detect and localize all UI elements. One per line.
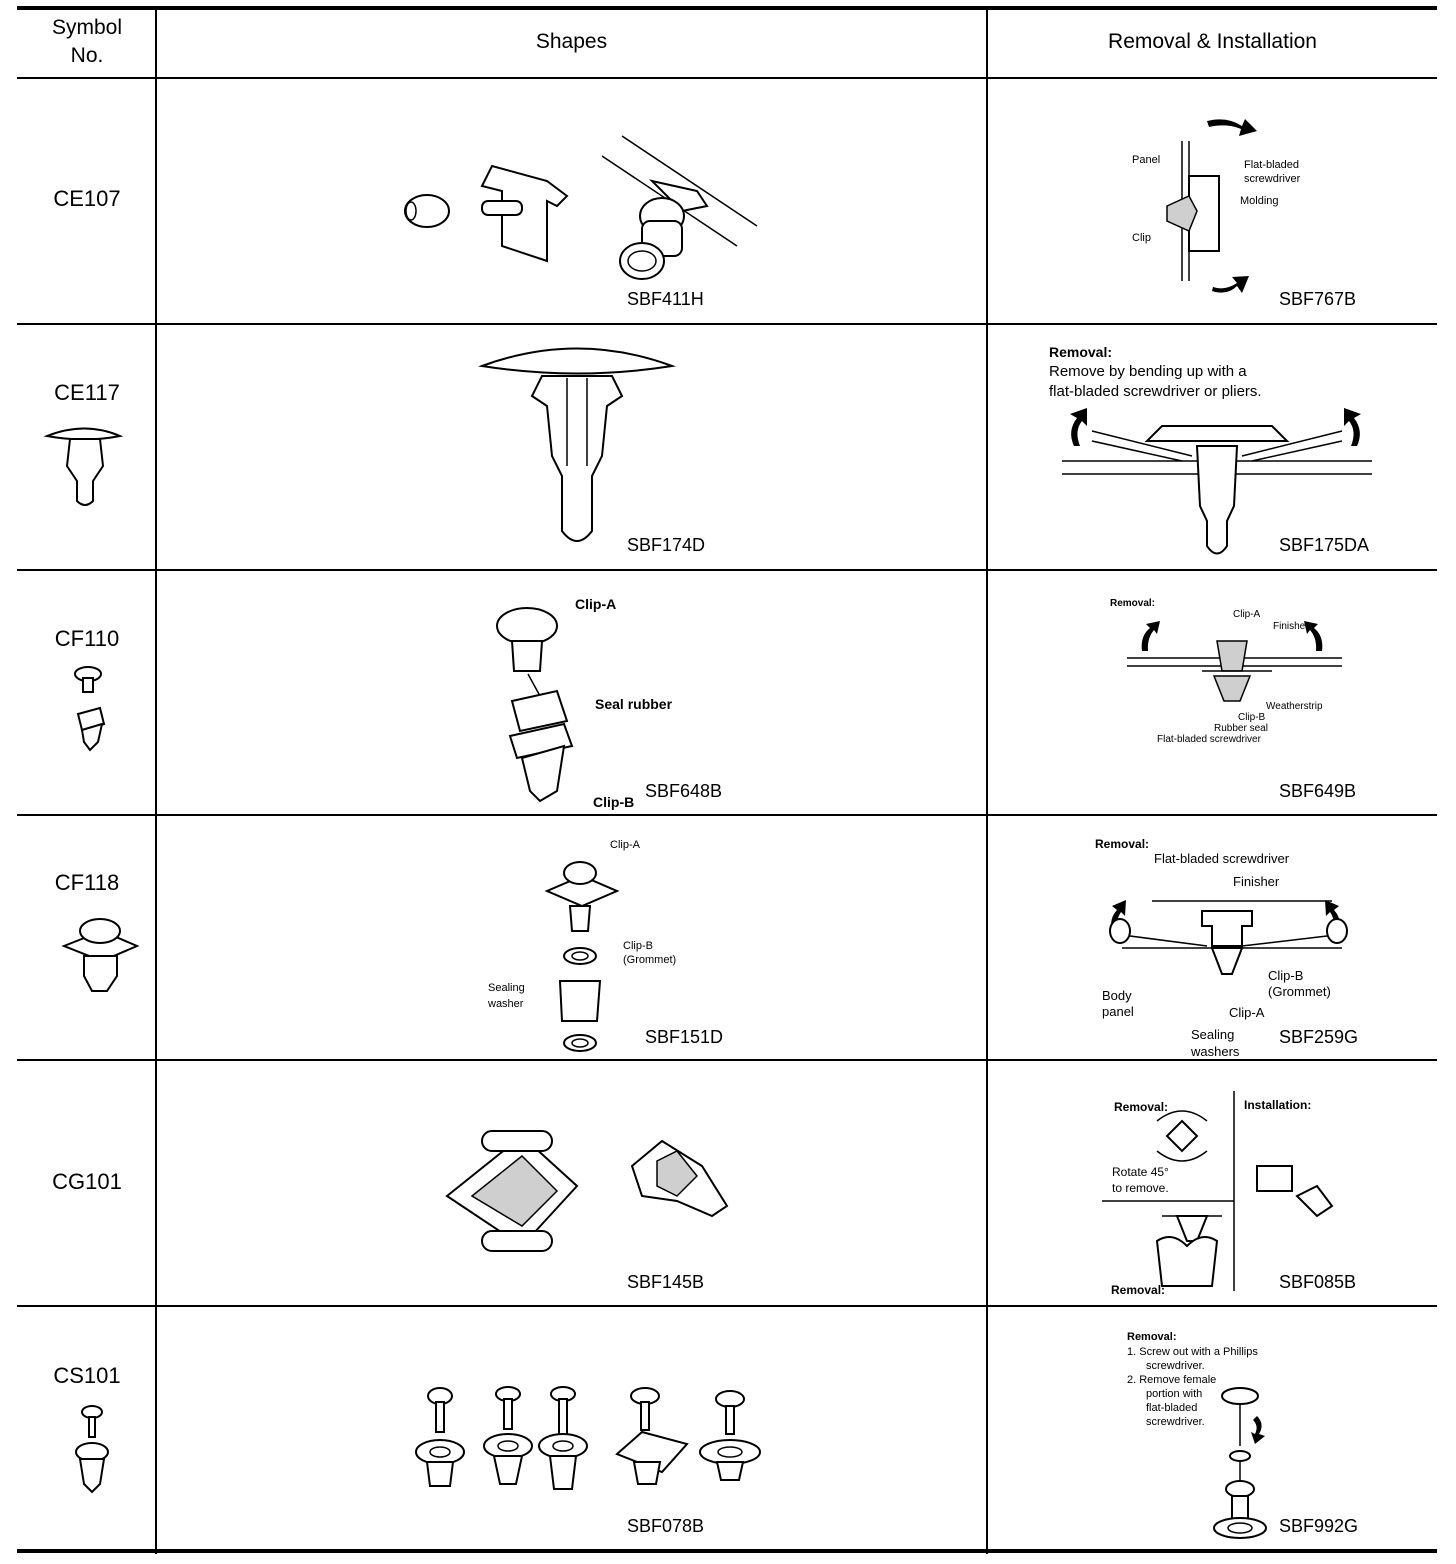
shape-code: SBF145B [627, 1272, 705, 1292]
symbol-number: CE117 [54, 380, 120, 405]
label-removal: Removal: [1049, 344, 1113, 360]
row-rule [17, 569, 1437, 571]
table-bottom-rule [17, 1549, 1437, 1553]
label-sealing: Sealing [488, 982, 525, 994]
label-washer: washer [488, 998, 524, 1010]
label-clip-a: Clip-A [610, 839, 640, 851]
clip-symbol-icon [61, 918, 140, 992]
clip-shape-illustration [415, 1386, 761, 1490]
column-rule [155, 6, 157, 1554]
label-clip-b: Clip-B [1268, 968, 1304, 983]
clip-symbol-icon [75, 1405, 109, 1494]
label-clip-a: Clip-A [575, 596, 617, 612]
removal-illustration [1166, 119, 1257, 293]
removal-step: 1. Screw out with a Phillips [1127, 1346, 1258, 1358]
label-clip-b: Clip-B [623, 940, 653, 952]
label-rubber-seal: Rubber seal [1214, 723, 1268, 734]
label-panel: panel [1102, 1004, 1134, 1019]
clip-symbol-icon [74, 666, 106, 752]
label-flat-bladed: Flat-bladed screwdriver [1157, 734, 1261, 745]
symbol-number: CG101 [52, 1169, 122, 1194]
symbol-number: CS101 [53, 1363, 121, 1388]
clip-symbol-icon [43, 427, 124, 506]
removal-step: flat-bladed [1146, 1402, 1198, 1414]
label-installation: Installation: [1244, 1098, 1312, 1112]
header-rule [17, 77, 1437, 79]
symbol-number: CE107 [53, 186, 121, 211]
label-rotate: Rotate 45° [1112, 1165, 1169, 1179]
label-clip: Clip [1132, 232, 1151, 244]
label-grommet: (Grommet) [1268, 984, 1331, 999]
label-clip-a: Clip-A [1229, 1005, 1265, 1020]
label-to-remove: to remove. [1112, 1181, 1169, 1195]
removal-code: SBF767B [1279, 289, 1357, 309]
clip-shape-illustration [445, 1130, 729, 1252]
row-rule [17, 1305, 1437, 1307]
removal-illustration [1213, 1387, 1267, 1539]
label-weatherstrip: Weatherstrip [1266, 701, 1323, 712]
row-rule [17, 323, 1437, 325]
shape-code: SBF174D [627, 535, 706, 555]
removal-code: SBF085B [1279, 1272, 1357, 1292]
label-flat-bladed: Flat-bladed screwdriver [1154, 851, 1290, 866]
clip-shape-illustration [478, 347, 676, 542]
shape-code: SBF078B [627, 1516, 705, 1536]
label-molding: Molding [1240, 195, 1279, 207]
removal-step: screwdriver. [1146, 1360, 1205, 1372]
header-shapes: Shapes [535, 30, 608, 53]
label-removal: Removal: [1114, 1100, 1169, 1114]
header-removal-installation: Removal & Installation [1108, 30, 1317, 53]
removal-illustration [1102, 1091, 1334, 1291]
table-top-rule [17, 6, 1437, 10]
shape-code: SBF411H [627, 289, 704, 309]
label-washers: washers [1191, 1044, 1240, 1059]
label-screwdriver: screwdriver [1244, 173, 1301, 185]
removal-code: SBF649B [1279, 781, 1357, 801]
label-removal: Removal: [1095, 837, 1150, 851]
clip-shape-illustration [404, 135, 758, 280]
clip-shape-illustration [496, 607, 574, 803]
label-finisher: Finisher [1273, 621, 1309, 632]
label-clip-a: Clip-A [1233, 609, 1261, 620]
label-grommet: (Grommet) [623, 954, 677, 966]
label-clip-b: Clip-B [593, 794, 635, 810]
row-rule [17, 814, 1437, 816]
clip-shape-illustration [544, 861, 620, 1052]
removal-code: SBF992G [1279, 1516, 1359, 1536]
removal-instruction: flat-bladed screwdriver or pliers. [1049, 383, 1262, 400]
removal-illustration [1062, 408, 1372, 555]
shape-code: SBF151D [645, 1027, 724, 1047]
removal-instruction: Remove by bending up with a [1049, 363, 1247, 380]
removal-step: portion with [1146, 1388, 1203, 1400]
shape-code: SBF648B [645, 781, 723, 801]
symbol-number: CF110 [54, 626, 120, 651]
label-clip-b: Clip-B [1238, 712, 1266, 723]
removal-illustration [1109, 900, 1348, 975]
removal-code: SBF175DA [1279, 535, 1370, 555]
label-body: Body [1102, 988, 1132, 1003]
label-removal: Removal: [1127, 1331, 1177, 1343]
removal-code: SBF259G [1279, 1027, 1359, 1047]
removal-step: screwdriver. [1146, 1416, 1205, 1428]
label-seal-rubber: Seal rubber [595, 696, 673, 712]
label-removal: Removal: [1110, 598, 1156, 609]
label-sealing: Sealing [1191, 1027, 1235, 1042]
label-finisher: Finisher [1233, 874, 1280, 889]
label-flat-bladed: Flat-bladed [1244, 159, 1300, 171]
row-rule [17, 1059, 1437, 1061]
removal-step: 2. Remove female [1127, 1374, 1217, 1386]
removal-illustration [1127, 621, 1342, 702]
label-panel: Panel [1132, 154, 1161, 166]
column-rule [986, 6, 988, 1554]
label-removal: Removal: [1111, 1283, 1166, 1297]
symbol-number: CF118 [54, 870, 120, 895]
